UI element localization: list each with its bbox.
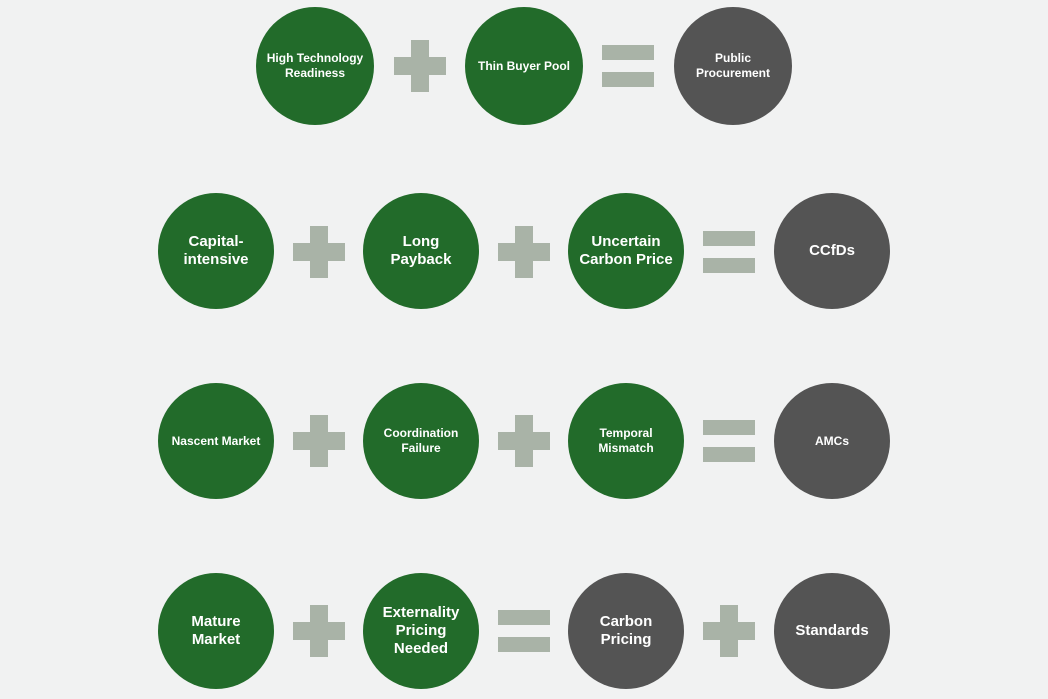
condition-label: Capital-intensive	[183, 232, 249, 268]
equals-operator	[602, 45, 654, 87]
condition-circle: Nascent Market	[158, 383, 274, 499]
condition-circle: High Technology Readiness	[256, 7, 374, 125]
outcome-circle: Public Procurement	[674, 7, 792, 125]
condition-label: Long Payback	[390, 232, 452, 268]
equals-operator	[703, 231, 755, 273]
plus-operator	[293, 226, 345, 278]
outcome-circle: CCfDs	[774, 193, 890, 309]
plus-operator	[293, 605, 345, 657]
condition-label: Externality Pricing Needed	[382, 603, 460, 658]
condition-label: Thin Buyer Pool	[477, 58, 570, 73]
condition-circle: Capital-intensive	[158, 193, 274, 309]
condition-label: Mature Market	[191, 612, 241, 648]
condition-circle: Temporal Mismatch	[568, 383, 684, 499]
condition-label: Coordination Failure	[383, 426, 459, 455]
equals-operator	[703, 420, 755, 462]
outcome-label: Standards	[795, 621, 869, 639]
plus-operator	[293, 415, 345, 467]
equals-operator	[498, 610, 550, 652]
condition-label: High Technology Readiness	[266, 51, 364, 80]
outcome-circle: AMCs	[774, 383, 890, 499]
condition-circle: Thin Buyer Pool	[465, 7, 583, 125]
condition-circle: Mature Market	[158, 573, 274, 689]
condition-label: Uncertain Carbon Price	[579, 232, 673, 268]
plus-operator	[498, 415, 550, 467]
outcome-circle: Standards	[774, 573, 890, 689]
plus-operator	[394, 40, 446, 92]
outcome-label: AMCs	[814, 433, 849, 448]
condition-circle: Uncertain Carbon Price	[568, 193, 684, 309]
condition-circle: Long Payback	[363, 193, 479, 309]
condition-circle: Externality Pricing Needed	[363, 573, 479, 689]
outcome-label: Public Procurement	[695, 51, 771, 80]
plus-operator	[703, 605, 755, 657]
outcome-label: CCfDs	[809, 241, 855, 259]
outcome-label: Carbon Pricing	[599, 612, 653, 648]
condition-label: Nascent Market	[171, 433, 261, 448]
outcome-circle: Carbon Pricing	[568, 573, 684, 689]
plus-operator	[498, 226, 550, 278]
condition-circle: Coordination Failure	[363, 383, 479, 499]
condition-label: Temporal Mismatch	[598, 426, 654, 455]
